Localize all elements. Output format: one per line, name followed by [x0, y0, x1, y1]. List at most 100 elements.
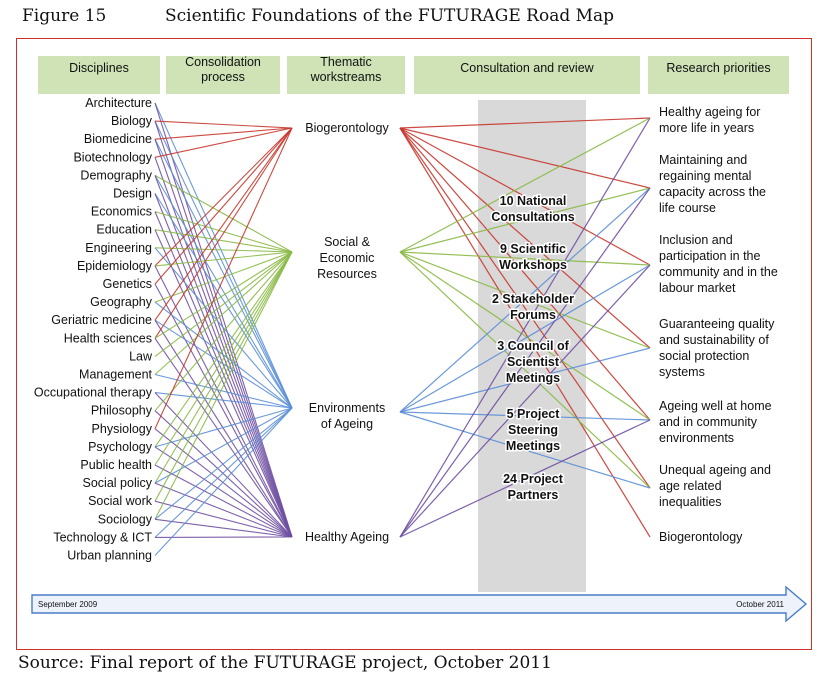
priority-label: Unequal ageing and [659, 463, 771, 477]
column-header-label: process [201, 70, 245, 84]
link-discipline-theme [154, 428, 293, 538]
column-header [38, 56, 160, 94]
column-header [648, 56, 789, 94]
link-discipline-theme [154, 407, 293, 538]
link-theme-priority [399, 411, 651, 421]
figure-title: Scientific Foundations of the FUTURAGE R… [165, 6, 615, 26]
link-discipline-theme [154, 251, 293, 448]
timeline-end: October 2011 [736, 600, 784, 609]
priority-label: more life in years [659, 121, 754, 135]
column-header [287, 56, 405, 94]
link-discipline-theme [154, 410, 293, 538]
link-discipline-theme [154, 127, 293, 430]
link-discipline-theme [154, 251, 293, 502]
consultation-label: 3 Council of [497, 339, 569, 353]
consultation-label: Meetings [506, 439, 560, 453]
link-discipline-theme [154, 407, 293, 484]
discipline-label: Design [113, 187, 152, 201]
link-discipline-theme [154, 127, 293, 285]
link-discipline-theme [154, 120, 293, 129]
link-theme-priority [399, 127, 651, 266]
link-discipline-theme [154, 518, 293, 538]
column-header [414, 56, 640, 94]
timeline-start: September 2009 [38, 600, 98, 609]
discipline-label: Geriatric medicine [51, 313, 152, 327]
link-theme-priority [399, 264, 651, 413]
link-theme-priority [399, 117, 651, 129]
link-theme-priority [399, 187, 651, 538]
link-theme-priority [399, 251, 651, 266]
column-header [166, 56, 280, 94]
link-discipline-theme [154, 407, 293, 448]
theme-label: Social & [324, 235, 371, 249]
discipline-label: Social work [88, 494, 153, 508]
discipline-label: Geography [90, 295, 153, 309]
link-discipline-theme [154, 211, 293, 538]
column-header-label: Consolidation [185, 55, 261, 69]
priority-label: systems [659, 365, 705, 379]
theme-label: of Ageing [321, 417, 373, 431]
link-discipline-theme [154, 407, 293, 520]
link-discipline-theme [154, 251, 293, 520]
link-discipline-theme [154, 229, 293, 253]
discipline-label: Biomedicine [84, 132, 152, 146]
link-theme-priority [399, 127, 651, 349]
column-header-label: workstreams [310, 70, 382, 84]
link-discipline-theme [154, 127, 293, 339]
discipline-label: Engineering [85, 241, 152, 255]
link-discipline-theme [154, 373, 293, 409]
priority-label: Inclusion and [659, 233, 733, 247]
source-note: Source: Final report of the FUTURAGE pro… [18, 653, 552, 673]
discipline-label: Education [96, 223, 152, 237]
link-discipline-theme [154, 211, 293, 253]
figure-number: Figure 15 [22, 6, 107, 26]
link-theme-priority [399, 187, 651, 413]
priority-label: and in community [659, 415, 758, 429]
timeline-arrow [31, 585, 808, 623]
discipline-label: Genetics [103, 277, 152, 291]
column-header-label: Thematic [320, 55, 371, 69]
theme-label: Environments [309, 401, 385, 415]
column-header-label: Consultation and review [460, 61, 594, 75]
link-discipline-theme [154, 127, 293, 321]
link-theme-priority [399, 117, 651, 538]
link-discipline-theme [154, 319, 293, 409]
link-discipline-theme [154, 157, 293, 538]
priority-label: capacity across the [659, 185, 766, 199]
link-theme-priority [399, 251, 651, 421]
discipline-label: Health sciences [64, 331, 152, 345]
link-discipline-theme [154, 251, 293, 484]
link-discipline-theme [154, 174, 293, 253]
consultation-label: 2 Stakeholder [492, 292, 574, 306]
link-discipline-theme [154, 127, 293, 267]
theme-label: Biogerontology [305, 121, 389, 135]
discipline-label: Management [79, 368, 152, 382]
discipline-label: Philosophy [91, 404, 153, 418]
link-discipline-theme [154, 251, 293, 466]
consultation-label: Consultations [491, 210, 574, 224]
link-discipline-theme [154, 251, 293, 375]
consultation-label: Workshops [499, 258, 567, 272]
link-discipline-theme [154, 251, 293, 339]
priority-label: social protection [659, 349, 749, 363]
link-discipline-theme [154, 283, 293, 538]
priority-label: participation in the [659, 249, 761, 263]
link-discipline-theme [154, 301, 293, 409]
discipline-label: Biotechnology [73, 150, 152, 164]
link-discipline-theme [154, 229, 293, 538]
link-discipline-theme [154, 193, 293, 409]
consultation-label: 5 Project [507, 407, 561, 421]
link-discipline-theme [154, 102, 293, 409]
link-discipline-theme [154, 139, 293, 538]
consultation-label: Steering [508, 423, 558, 437]
link-theme-priority [399, 127, 651, 489]
link-discipline-theme [154, 175, 293, 538]
discipline-label: Public health [80, 458, 152, 472]
link-discipline-theme [154, 337, 293, 538]
discipline-label: Physiology [92, 422, 153, 436]
link-discipline-theme [154, 247, 293, 253]
consultation-label: Forums [510, 308, 556, 322]
link-theme-priority [399, 264, 651, 538]
link-discipline-theme [154, 446, 293, 538]
priority-label: Guaranteeing quality [659, 317, 775, 331]
